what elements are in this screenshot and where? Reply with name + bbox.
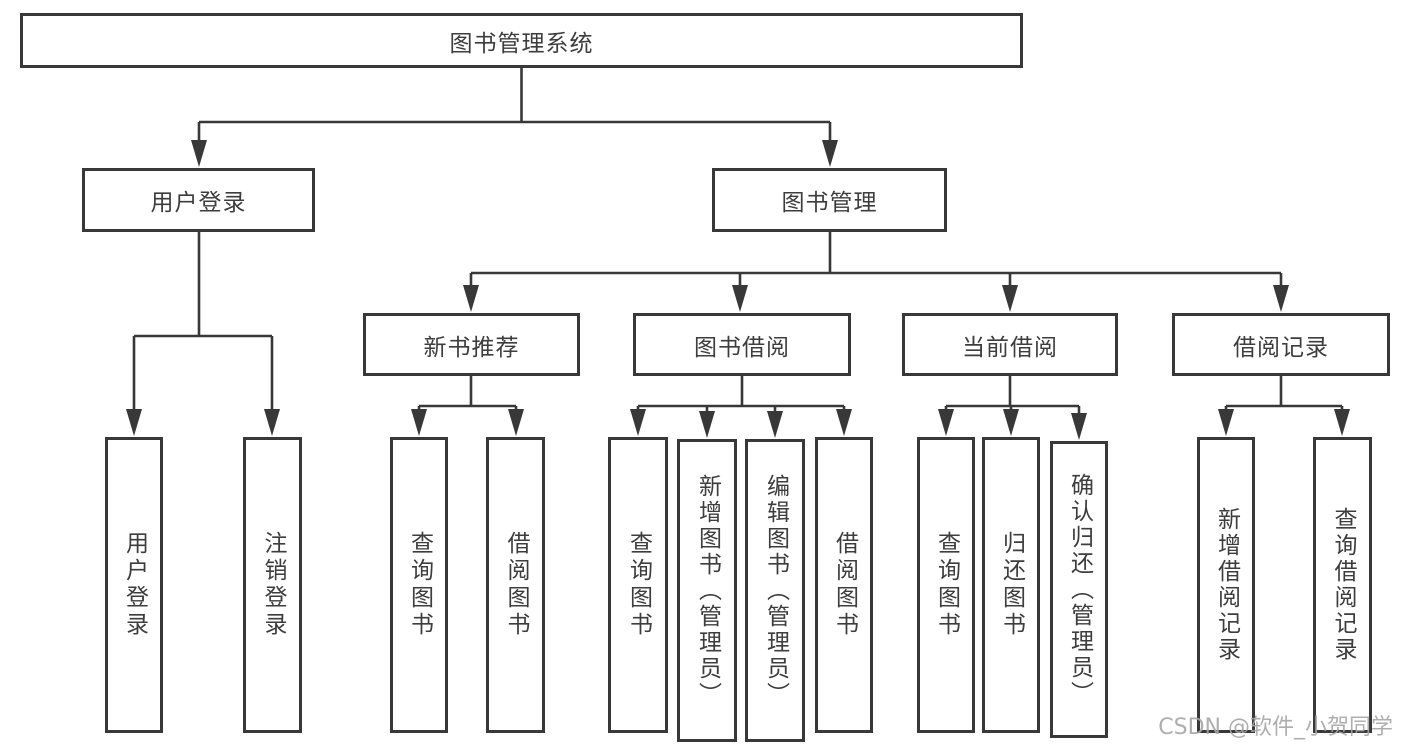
leaf-add-book-admin: 新增图书（管理员） [677,439,737,742]
leaf-edit-book-admin: 编辑图书（管理员） [745,439,805,742]
node-library-management-system: 图书管理系统 [20,13,1023,68]
leaf-add-borrow-record: 新增借阅记录 [1197,437,1255,733]
leaf-query-book-borrowing: 查询图书 [608,437,668,733]
leaf-borrow-book: 借阅图书 [815,437,873,733]
node-borrow-records: 借阅记录 [1172,313,1390,376]
leaf-confirm-return-admin: 确认归还（管理员） [1050,441,1108,738]
leaf-query-book-current: 查询图书 [917,437,975,733]
leaf-borrow-book-recommend: 借阅图书 [486,437,545,733]
leaf-logout: 注销登录 [243,437,302,733]
leaf-query-borrow-record: 查询借阅记录 [1313,437,1372,733]
node-new-book-recommend: 新书推荐 [363,313,580,376]
arrowheads [126,140,1350,440]
node-book-borrowing: 图书借阅 [633,313,851,376]
connector-paths [132,68,1344,418]
leaf-query-book-recommend: 查询图书 [390,437,448,733]
node-current-borrowing: 当前借阅 [902,313,1118,376]
leaf-return-book: 归还图书 [982,437,1040,733]
node-book-management-branch: 图书管理 [712,168,947,232]
leaf-user-login: 用户登录 [105,437,163,733]
node-user-login-branch: 用户登录 [82,168,315,232]
